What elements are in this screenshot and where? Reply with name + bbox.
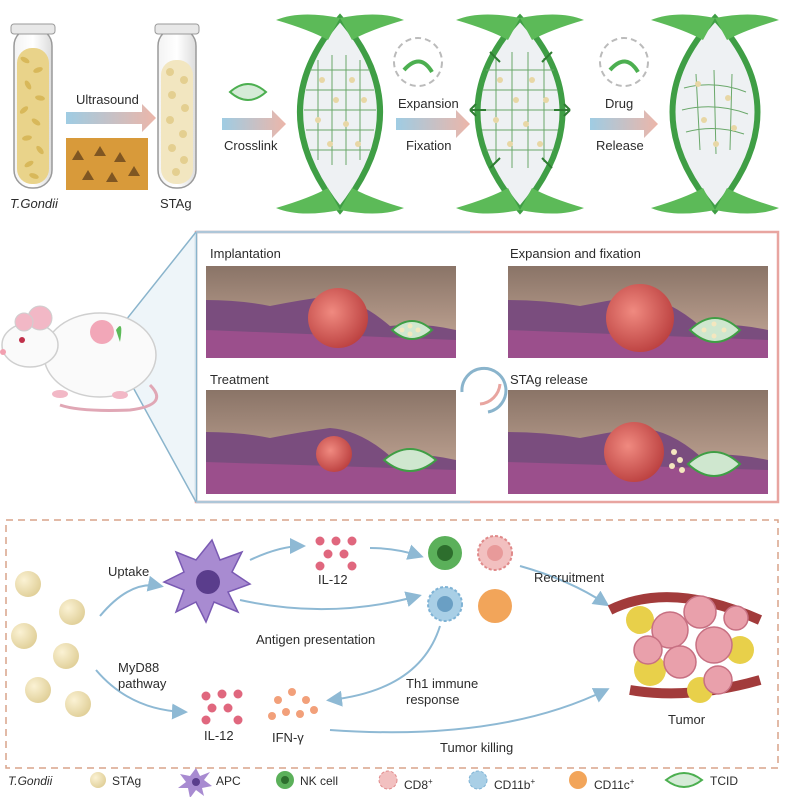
th1-label-2: response [406,692,460,707]
recruitment-label: Recruitment [534,570,605,585]
legend-cd11c-label: CD11c+ [594,777,635,792]
legend-cd11b-label: CD11b+ [494,777,536,792]
legend-stag-label: STAg [112,774,142,788]
legend-apc-label: APC [216,774,241,788]
panel-treatment [206,390,456,494]
legend-stag-icon [90,772,106,788]
panel-stag-release [508,390,768,494]
fixation-label: Fixation [406,138,452,153]
il12-dots-top [315,536,357,571]
tcid-device-2 [456,13,584,215]
ultrasound-micrograph [66,138,148,190]
treatment-label: Treatment [210,372,269,387]
antigen-presentation-label: Antigen presentation [256,632,376,647]
legend-cd11b-icon [468,770,488,790]
legend-icons [90,768,704,797]
legend-cd8-label: CD8+ [404,777,433,792]
implantation-label: Implantation [210,246,281,261]
ifn-dots [268,688,318,720]
mouse-illustration [0,305,159,412]
stag-release-label: STAg release [510,372,588,387]
cd11c-cell [478,589,512,623]
tumor-label: Tumor [668,712,706,727]
small-tcid-icon [228,83,268,101]
apc-cell [162,538,252,624]
ifn-label: IFN-γ [272,730,304,745]
legend-nk-label: NK cell [300,774,339,788]
expansion-label: Expansion [398,96,459,111]
uptake-label: Uptake [108,564,150,579]
il12-dots-bottom [201,689,243,725]
legend-cd8-icon [378,770,398,790]
panel-implantation [206,266,456,358]
stag-tube [154,23,200,189]
stag-beads [11,571,91,717]
il12-bottom-label: IL-12 [204,728,234,743]
il12-top-label: IL-12 [318,572,348,587]
legend-tgondii-label: T.Gondii [8,774,53,788]
crosslink-label: Crosslink [224,138,278,153]
legend-tcid-label: TCID [710,774,738,788]
myd88-label: MyD88 [118,660,160,675]
th1-label-1: Th1 immune [406,676,479,691]
tumor-killing-label: Tumor killing [440,740,514,755]
legend-cd11c-icon [569,771,587,789]
tgondii-tube [10,23,56,189]
panel-expansion-fixation [508,266,768,358]
release-label: Release [596,138,644,153]
mechanism-frame [5,519,779,769]
tcid-device-3 [651,13,779,215]
drug-label: Drug [605,96,634,111]
tgondii-label: T.Gondii [10,196,58,211]
stag-tube-label: STAg [160,196,192,211]
legend-tcid-icon [664,772,704,788]
pathway-label: pathway [118,676,167,691]
ultrasound-label: Ultrasound [76,92,139,107]
expansion-fixation-label: Expansion and fixation [510,246,641,261]
tcid-device-1 [276,13,404,215]
tumor-cluster [607,592,763,703]
